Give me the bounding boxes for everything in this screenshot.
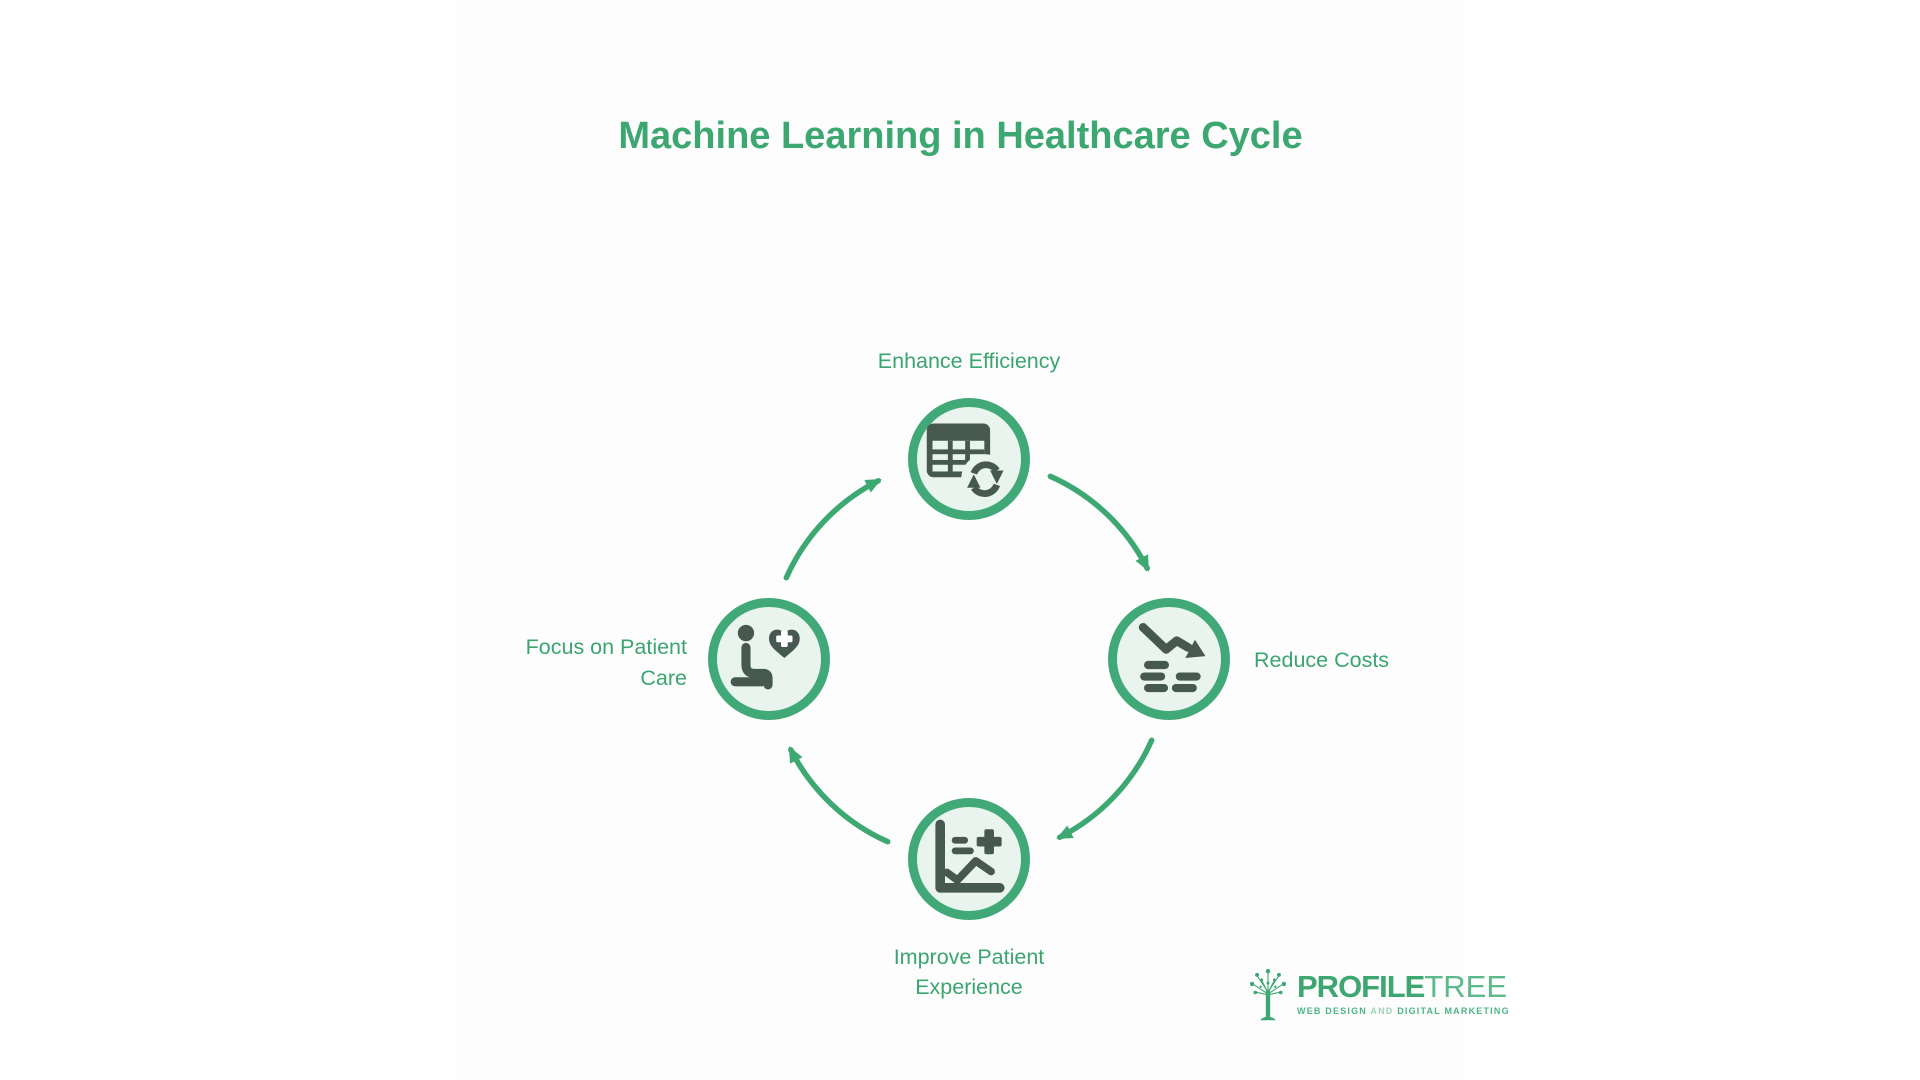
- profiletree-logo-text: PROFILETREE WEB DESIGN AND DIGITAL MARKE…: [1297, 970, 1510, 1017]
- page-title: Machine Learning in Healthcare Cycle: [618, 115, 1303, 158]
- health-chart-plus-icon: [935, 819, 1005, 893]
- node-circle-reduce-costs: [1108, 598, 1230, 720]
- node-circle-focus-on-patient-care: [708, 598, 830, 720]
- profiletree-logo-name: PROFILETREE: [1297, 970, 1510, 1004]
- logo-name-primary: PROFILE: [1297, 969, 1425, 1004]
- arrow-left-to-top: [783, 478, 882, 581]
- arrow-right-to-bottom: [1056, 737, 1155, 840]
- node-label-enhance-efficiency: Enhance Efficiency: [877, 349, 1061, 373]
- table-sync-icon: [926, 423, 1010, 503]
- arrow-bottom-to-left: [788, 746, 891, 845]
- trend-down-coins-icon: [1138, 623, 1206, 693]
- cycle-diagram: [708, 398, 1230, 920]
- tagline-mid: AND: [1370, 1006, 1394, 1016]
- logo-name-secondary: TREE: [1424, 969, 1508, 1004]
- node-label-focus-on-patient-care: Focus on Patient Care: [525, 635, 687, 690]
- profiletree-logo-tagline: WEB DESIGN AND DIGITAL MARKETING: [1297, 1006, 1510, 1016]
- tagline-left: WEB DESIGN: [1297, 1006, 1368, 1016]
- profiletree-logo: PROFILETREE WEB DESIGN AND DIGITAL MARKE…: [1248, 963, 1510, 1023]
- node-label-improve-patient-experience: Improve Patient Experience: [893, 945, 1045, 999]
- node-label-reduce-costs: Reduce Costs: [1254, 648, 1390, 672]
- node-circle-improve-patient-experience: [908, 798, 1030, 920]
- tagline-right: DIGITAL MARKETING: [1397, 1006, 1510, 1016]
- profiletree-tree-icon: [1249, 969, 1287, 1021]
- patient-heart-icon: [730, 624, 800, 690]
- arrow-top-to-right: [1047, 473, 1150, 572]
